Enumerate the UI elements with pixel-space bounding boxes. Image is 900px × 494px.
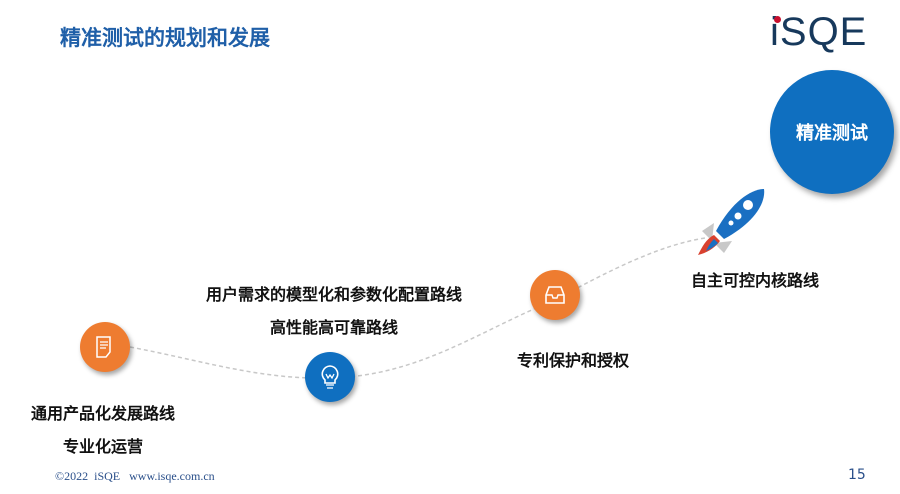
page-title: 精准测试的规划和发展 <box>60 26 270 50</box>
milestone-2-line-2: 高性能高可靠路线 <box>269 318 399 337</box>
document-icon <box>96 336 111 358</box>
milestone-node-1 <box>80 322 130 372</box>
footer-copyright: ©2022 iSQE www.isqe.com.cn <box>55 469 215 483</box>
milestone-node-3 <box>530 270 580 320</box>
milestone-1-line-1: 通用产品化发展路线 <box>30 404 176 423</box>
lightbulb-icon <box>321 365 339 389</box>
page-number: 15 <box>848 467 866 483</box>
milestone-node-2 <box>305 352 355 402</box>
milestone-4-line-1: 自主可控内核路线 <box>690 271 820 290</box>
milestone-1-line-2: 专业化运营 <box>62 437 144 456</box>
goal-label: 精准测试 <box>796 123 868 144</box>
inbox-icon <box>545 286 565 304</box>
isqe-logo: iSQE <box>770 10 868 54</box>
rocket-icon <box>698 189 765 255</box>
goal-circle: 精准测试 <box>770 70 894 194</box>
milestone-3-line-1: 专利保护和授权 <box>516 351 630 370</box>
milestone-2-line-1: 用户需求的模型化和参数化配置路线 <box>205 285 463 304</box>
